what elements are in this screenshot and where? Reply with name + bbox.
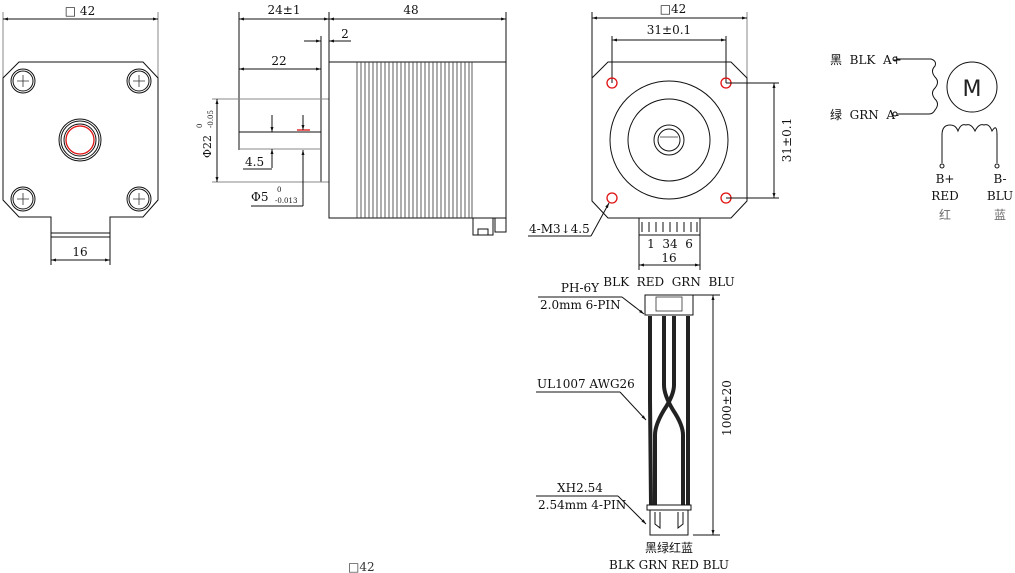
bottom-connector-label: XH2.54 [557, 481, 603, 495]
partial-label: □42 [348, 560, 375, 573]
flange-label: 2 [341, 27, 349, 41]
mount-screw-icons [10, 68, 152, 212]
wiring-schematic: 黑 BLK A+ 绿 GRN A- M B+ RED 红 B- BLU 蓝 [830, 53, 1013, 222]
tab-width-label: 16 [72, 245, 87, 259]
b-plus-color: RED [931, 189, 958, 203]
bottom-colors-cn: 黑绿红蓝 [645, 540, 693, 555]
b-plus-label: B+ [936, 172, 955, 186]
a-plus-label: 黑 BLK A+ [830, 53, 902, 67]
top-connector-spec: 2.0mm 6-PIN [540, 298, 621, 312]
connector-width-label: 16 [661, 251, 676, 265]
cable-length-label: 1000±20 [720, 380, 734, 436]
hole-spacing-v: 31±0.1 [780, 118, 794, 162]
front-view: □ 42 16 [2, 4, 159, 265]
flat-depth-label: 4.5 [245, 155, 264, 169]
front-width-label: □ 42 [65, 4, 95, 18]
b-plus-cn: 红 [939, 207, 951, 222]
b-minus-cn: 蓝 [994, 208, 1006, 222]
cable-assembly: PH-6Y 2.0mm 6-PIN UL1007 AWG26 XH2.54 2.… [348, 281, 734, 573]
bottom-connector-spec: 2.54mm 4-PIN [538, 498, 626, 512]
shaft-diameter-label: Φ5 [251, 190, 268, 204]
side-view: 24±1 48 2 22 Φ22 0 -0.05 4.5 Φ5 0 -0.013 [196, 3, 507, 236]
wire-order-top: BLK RED GRN BLU [603, 275, 734, 289]
hole-spacing-h: 31±0.1 [647, 23, 691, 37]
rear-view: □42 31±0.1 31±0.1 4-M3↓4.5 1 34 6 16 BLK… [528, 2, 794, 289]
boss-diameter-label: Φ22 [201, 135, 214, 158]
boss-tolerance-upper: 0 [196, 124, 204, 128]
shaft-flat-label: 22 [271, 54, 286, 68]
body-length-label: 48 [403, 3, 418, 17]
wire-spec-label: UL1007 AWG26 [537, 377, 635, 391]
mount-hole-icons [606, 77, 732, 204]
bottom-colors: BLK GRN RED BLU [609, 558, 729, 572]
shaft-length-label: 24±1 [268, 3, 301, 17]
wires [648, 316, 690, 506]
a-minus-label: 绿 GRN A- [830, 107, 899, 122]
b-minus-label: B- [993, 172, 1006, 186]
mount-holes-label: 4-M3↓4.5 [529, 222, 590, 236]
motor-symbol-icon [946, 61, 998, 113]
shaft-tolerance-upper: 0 [277, 186, 281, 194]
shaft-tolerance-lower: -0.013 [275, 197, 297, 205]
top-connector-label: PH-6Y [561, 281, 600, 295]
motor-label: M [963, 77, 982, 102]
boss-tolerance-lower: -0.05 [207, 110, 215, 128]
rear-width-label: □42 [660, 2, 687, 16]
pin-numbers: 1 34 6 [647, 237, 693, 251]
b-minus-color: BLU [987, 189, 1013, 203]
